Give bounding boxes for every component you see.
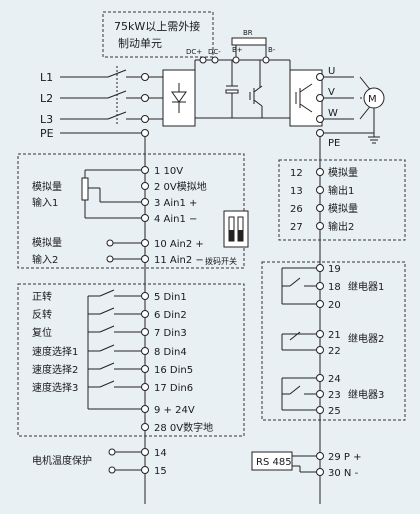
output-label-v: V bbox=[328, 87, 335, 98]
terminal-20-num: 20 bbox=[328, 300, 341, 311]
terminal-6-label: 6 Din2 bbox=[154, 310, 187, 321]
din-name-3: 复位 bbox=[32, 326, 52, 339]
terminal-13-label: 输出1 bbox=[328, 184, 354, 197]
motor-temp-wiring bbox=[112, 451, 145, 471]
input-label-l3: L3 bbox=[40, 113, 53, 126]
inverter-symbol bbox=[295, 83, 313, 113]
analog-out-terminals bbox=[316, 168, 324, 230]
analog-in2-label-1: 模拟量 bbox=[32, 236, 62, 249]
dip-switch-label: 拨码开关 bbox=[205, 256, 237, 266]
terminal-25-num: 25 bbox=[328, 406, 341, 417]
din-name-1: 正转 bbox=[32, 290, 52, 303]
terminal-22-num: 22 bbox=[328, 346, 341, 357]
analog-in1-label-2: 输入1 bbox=[32, 196, 58, 209]
terminal-29-label: 29 P + bbox=[328, 452, 362, 463]
terminal-8-label: 8 Din4 bbox=[154, 347, 187, 358]
terminal-15-label: 15 bbox=[154, 466, 167, 477]
relay-2-label: 继电器2 bbox=[348, 332, 384, 345]
rectifier-symbol bbox=[171, 83, 187, 113]
digital-input-names: 正转 反转 复位 速度选择1 速度选择2 速度选择3 bbox=[32, 290, 78, 394]
rs485-wiring bbox=[292, 455, 316, 473]
terminal-10-label: 10 Ain2 + bbox=[154, 239, 204, 250]
terminal-28-label: 28 0V数字地 bbox=[154, 421, 213, 434]
din-name-2: 反转 bbox=[32, 308, 52, 321]
terminal-26-label: 模拟量 bbox=[328, 202, 358, 215]
input-label-pe: PE bbox=[40, 127, 54, 140]
input-terminals bbox=[141, 73, 149, 137]
output-terminals bbox=[316, 73, 324, 137]
relay-box bbox=[261, 261, 406, 421]
analog-in2-label-2: 输入2 bbox=[32, 253, 58, 266]
terminal-7-label: 7 Din3 bbox=[154, 328, 187, 339]
b-minus-label: B- bbox=[268, 46, 276, 54]
terminal-27-label: 输出2 bbox=[328, 220, 354, 233]
terminal-18-num: 18 bbox=[328, 282, 341, 293]
terminal-9-label: 9 + 24V bbox=[154, 405, 195, 416]
note-line-2: 制动单元 bbox=[118, 37, 162, 50]
terminal-13-num: 13 bbox=[290, 186, 303, 197]
dc-minus-label: DC- bbox=[208, 48, 221, 56]
terminal-2-label: 2 0V模拟地 bbox=[154, 180, 207, 193]
terminal-4-label: 4 Ain1 − bbox=[154, 214, 197, 225]
terminal-23-num: 23 bbox=[328, 390, 341, 401]
din-name-6: 速度选择3 bbox=[32, 381, 78, 394]
analog-output-box bbox=[278, 159, 406, 241]
analog-in-wiring bbox=[81, 169, 145, 260]
output-label-u: U bbox=[328, 66, 335, 77]
terminal-12-label: 模拟量 bbox=[328, 166, 358, 179]
motor-symbol bbox=[363, 87, 385, 109]
terminal-21-num: 21 bbox=[328, 330, 341, 341]
terminal-24-num: 24 bbox=[328, 374, 341, 385]
terminal-17-label: 17 Din6 bbox=[154, 383, 193, 394]
relay-labels: 19 18 20 继电器1 21 22 继电器2 24 23 25 继电器3 bbox=[328, 264, 384, 417]
rs485-box bbox=[251, 451, 293, 471]
dc-plus-label: DC+ bbox=[186, 48, 202, 56]
din-name-4: 速度选择1 bbox=[32, 345, 78, 358]
analog-in-terminal-labels: 1 10V 2 0V模拟地 3 Ain1 + 4 Ain1 − 10 Ain2 … bbox=[154, 166, 207, 266]
input-labels: L1 L2 L3 PE bbox=[40, 71, 54, 140]
terminal-27-num: 27 bbox=[290, 222, 303, 233]
input-label-l1: L1 bbox=[40, 71, 53, 84]
motor-temp-terminals bbox=[108, 448, 149, 474]
terminal-3-label: 3 Ain1 + bbox=[154, 198, 197, 209]
relay-terminals bbox=[316, 264, 324, 414]
terminal-5-label: 5 Din1 bbox=[154, 292, 187, 303]
br-label: BR bbox=[243, 29, 253, 37]
terminal-19-num: 19 bbox=[328, 264, 341, 275]
note-line-1: 75kW以上需外接 bbox=[114, 20, 200, 33]
digital-input-box bbox=[17, 283, 245, 437]
terminal-12-num: 12 bbox=[290, 168, 303, 179]
relay-3-label: 继电器3 bbox=[348, 388, 384, 401]
input-label-l2: L2 bbox=[40, 92, 53, 105]
output-label-pe: PE bbox=[328, 138, 340, 149]
motor-temp-label: 电机温度保护 bbox=[32, 454, 92, 467]
note-box bbox=[102, 11, 214, 58]
dc-terminals bbox=[199, 56, 270, 64]
digital-input-terminals bbox=[141, 292, 149, 431]
output-label-w: W bbox=[328, 108, 338, 119]
digital-input-wiring bbox=[87, 289, 145, 410]
rs485-label: RS 485 bbox=[256, 457, 292, 468]
digital-terminal-labels: 5 Din1 6 Din2 7 Din3 8 Din4 16 Din5 17 D… bbox=[154, 292, 213, 434]
terminal-1-label: 1 10V bbox=[154, 166, 183, 177]
terminal-26-num: 26 bbox=[290, 204, 303, 215]
din-name-5: 速度选择2 bbox=[32, 363, 78, 376]
terminal-11-label: 11 Ain2 − bbox=[154, 255, 204, 266]
dip-switch bbox=[223, 210, 249, 248]
rs485-terminals bbox=[316, 452, 324, 476]
terminal-14-label: 14 bbox=[154, 448, 167, 459]
analog-out-labels: 12 13 26 27 模拟量 输出1 模拟量 输出2 bbox=[290, 166, 358, 233]
b-plus-label: B+ bbox=[232, 46, 243, 54]
analog-in1-label-1: 模拟量 bbox=[32, 180, 62, 193]
analog-in-terminals bbox=[106, 166, 149, 263]
terminal-16-label: 16 Din5 bbox=[154, 365, 193, 376]
terminal-30-label: 30 N - bbox=[328, 468, 359, 479]
input-lines bbox=[60, 66, 163, 134]
relay-1-label: 继电器1 bbox=[348, 280, 384, 293]
analog-input-box bbox=[17, 153, 245, 269]
motor-label: M bbox=[368, 94, 377, 105]
